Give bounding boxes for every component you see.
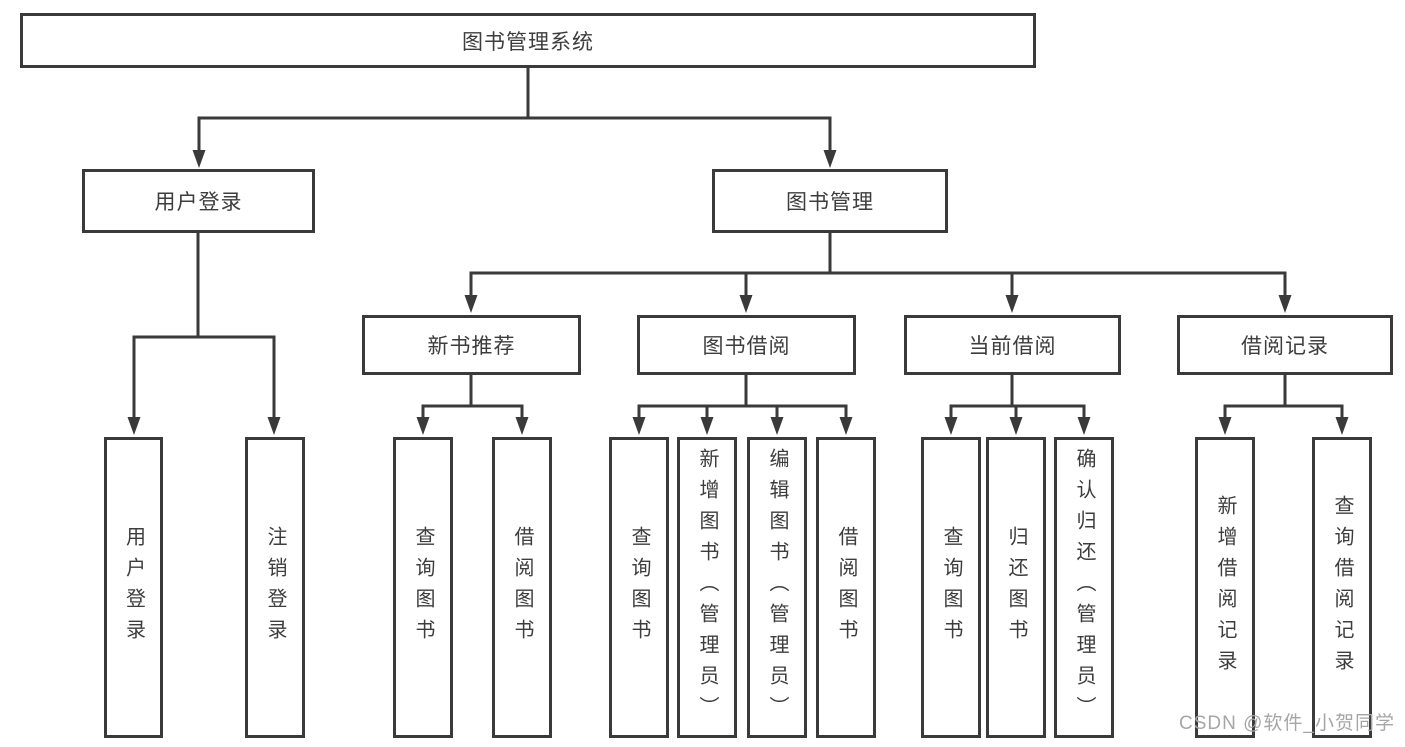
arrow-down-icon	[192, 150, 206, 168]
node-nb-borrow-books-label: 借阅图书	[511, 525, 533, 650]
arrow-down-icon	[739, 295, 753, 313]
node-bb-query-books-label: 查询图书	[628, 525, 650, 650]
arrow-down-icon	[839, 417, 853, 435]
arrow-down-icon	[1278, 295, 1292, 313]
node-br-query-record: 查询借阅记录	[1312, 437, 1372, 738]
node-nb-query-books: 查询图书	[393, 437, 453, 738]
arrow-down-icon	[416, 417, 430, 435]
node-borrow-records-label: 借阅记录	[1241, 335, 1329, 358]
node-user-login-label: 用户登录	[154, 191, 243, 214]
arrow-down-icon	[127, 417, 141, 435]
connector-new-books	[416, 375, 529, 435]
connector-current-borrow	[944, 375, 1091, 435]
arrow-down-icon	[1218, 417, 1232, 435]
node-br-query-record-label: 查询借阅记录	[1331, 494, 1353, 681]
node-bb-add-books-label: 新增图书（管理员）	[696, 448, 718, 727]
node-bb-edit-books-label: 编辑图书（管理员）	[766, 448, 788, 727]
node-cb-query-books-label: 查询图书	[940, 525, 962, 650]
node-new-books: 新书推荐	[362, 315, 581, 375]
arrow-down-icon	[944, 417, 958, 435]
node-logout: 注销登录	[245, 437, 305, 738]
arrow-down-icon	[1009, 417, 1023, 435]
node-current-borrow-label: 当前借阅	[968, 335, 1057, 358]
arrow-down-icon	[464, 295, 478, 313]
node-logout-label: 注销登录	[264, 525, 286, 650]
arrow-down-icon	[632, 417, 646, 435]
arrow-down-icon	[515, 417, 529, 435]
node-root: 图书管理系统	[20, 13, 1036, 68]
arrow-down-icon	[1077, 417, 1091, 435]
node-root-label: 图书管理系统	[462, 30, 594, 54]
arrow-down-icon	[1005, 295, 1019, 313]
arrow-down-icon	[823, 150, 837, 168]
node-book-borrow-label: 图书借阅	[702, 335, 791, 358]
node-current-borrow: 当前借阅	[904, 315, 1121, 375]
node-login-label: 用户登录	[122, 525, 145, 650]
arrow-down-icon	[770, 417, 784, 435]
node-book-mgmt-label: 图书管理	[786, 191, 874, 214]
node-nb-borrow-books: 借阅图书	[492, 437, 552, 738]
node-cb-return-books-label: 归还图书	[1005, 525, 1027, 650]
node-bb-query-books: 查询图书	[609, 437, 669, 738]
arrow-down-icon	[267, 417, 281, 435]
connector-borrow-records	[1218, 375, 1349, 435]
node-br-add-record-label: 新增借阅记录	[1214, 494, 1236, 681]
connector-root	[192, 68, 837, 168]
node-cb-confirm-return: 确认归还（管理员）	[1054, 437, 1114, 738]
connector-book-borrow	[632, 375, 853, 435]
node-cb-return-books: 归还图书	[986, 437, 1046, 738]
node-cb-query-books: 查询图书	[921, 437, 981, 738]
watermark: CSDN @软件_小贺同学	[1179, 713, 1395, 734]
connector-book-mgmt	[464, 233, 1292, 313]
node-login: 用户登录	[104, 437, 163, 738]
arrow-down-icon	[700, 417, 714, 435]
node-user-login: 用户登录	[82, 169, 315, 233]
node-bb-add-books: 新增图书（管理员）	[677, 437, 737, 738]
node-bb-borrow-books-label: 借阅图书	[835, 525, 857, 650]
node-book-mgmt: 图书管理	[712, 169, 948, 233]
node-new-books-label: 新书推荐	[427, 335, 516, 358]
connector-user-login	[127, 233, 281, 435]
node-book-borrow: 图书借阅	[637, 315, 856, 375]
node-nb-query-books-label: 查询图书	[412, 525, 434, 650]
node-borrow-records: 借阅记录	[1177, 315, 1393, 375]
node-cb-confirm-return-label: 确认归还（管理员）	[1073, 448, 1095, 727]
node-bb-borrow-books: 借阅图书	[816, 437, 876, 738]
node-br-add-record: 新增借阅记录	[1195, 437, 1255, 738]
arrow-down-icon	[1335, 417, 1349, 435]
node-bb-edit-books: 编辑图书（管理员）	[747, 437, 807, 738]
